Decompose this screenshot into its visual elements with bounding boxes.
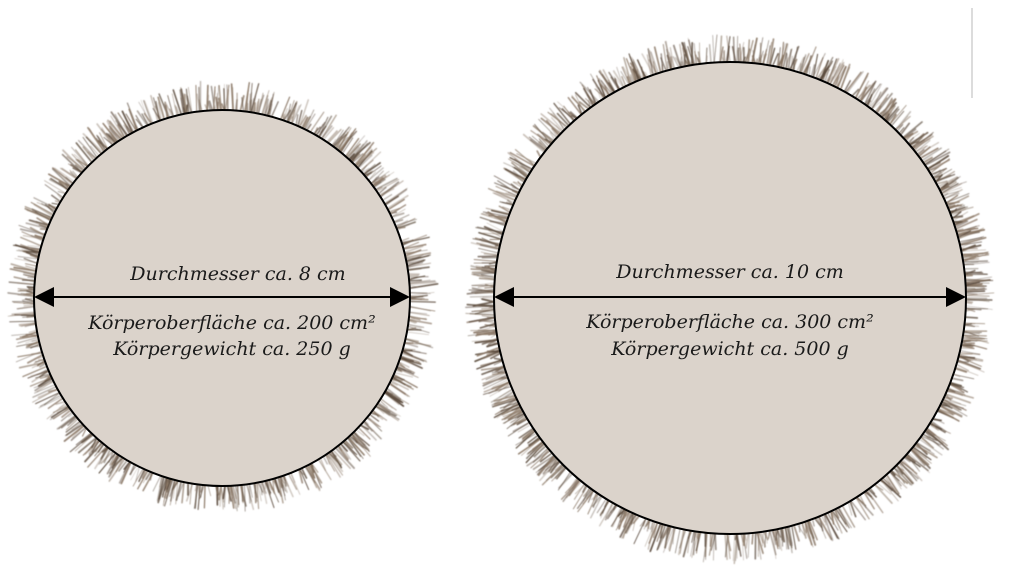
spine [737, 36, 738, 63]
small-weight-label: Körpergewicht ca. 250 g [72, 336, 392, 362]
spine [245, 483, 246, 511]
small-surface-area-label: Körperoberfläche ca. 200 cm² [72, 310, 392, 336]
spine [470, 296, 495, 297]
spine [962, 335, 987, 336]
spine [713, 532, 714, 560]
large-weight-label: Körpergewicht ca. 500 g [560, 336, 900, 362]
spine [478, 256, 499, 257]
spine [407, 332, 429, 335]
spine [694, 531, 695, 555]
spine [661, 54, 663, 72]
spine [224, 89, 225, 111]
spine [190, 482, 192, 504]
spine [25, 264, 37, 267]
small-diameter-label: Durchmesser ca. 8 cm [88, 261, 388, 287]
spine [714, 35, 717, 63]
spine [767, 530, 768, 543]
spine [208, 485, 211, 495]
spine [895, 112, 911, 131]
spine [407, 307, 435, 312]
spine [470, 314, 495, 315]
spine [10, 321, 36, 322]
spine [713, 35, 714, 64]
spine [367, 417, 382, 431]
spine [238, 485, 239, 507]
spine [207, 95, 208, 111]
large-diameter-label: Durchmesser ca. 10 cm [580, 259, 880, 285]
spine [407, 329, 421, 330]
large-surface-area-label: Körperoberfläche ca. 300 cm² [560, 309, 900, 335]
spine [196, 85, 197, 114]
spine [964, 295, 989, 296]
spine [290, 472, 300, 494]
